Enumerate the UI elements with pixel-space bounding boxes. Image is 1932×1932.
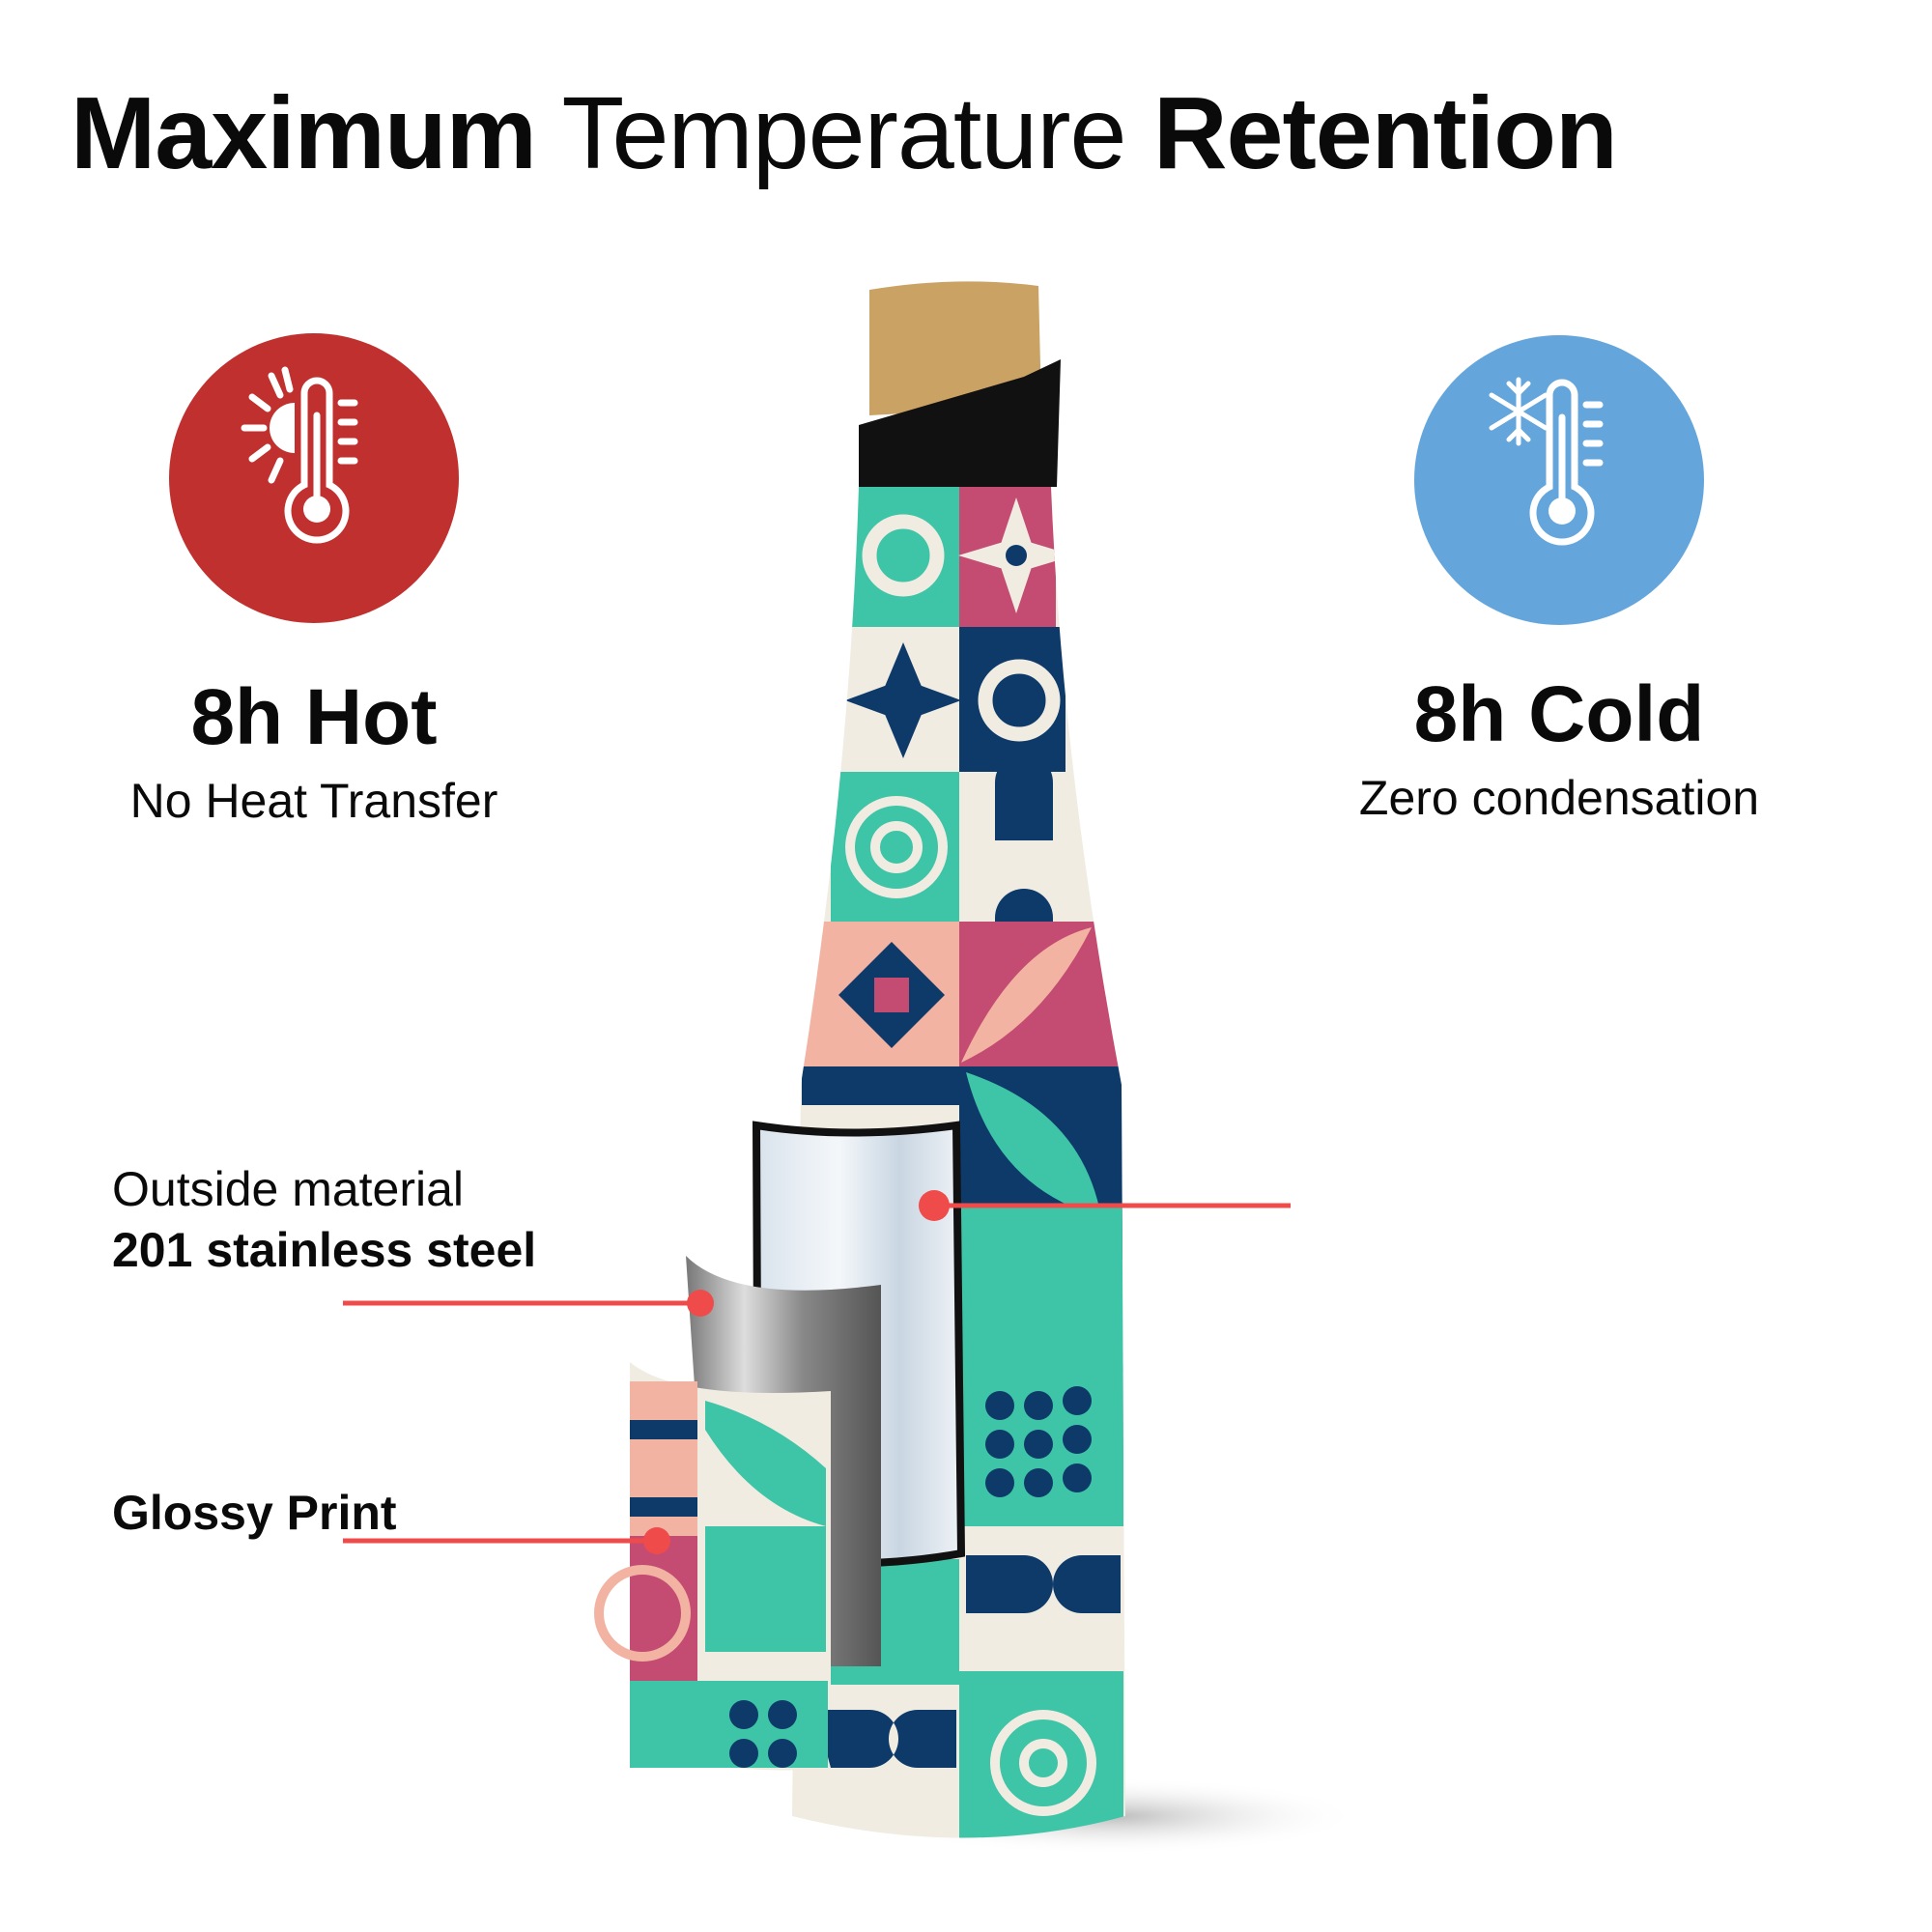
peeled-print-layer (594, 1362, 831, 1771)
callout-dot-print (643, 1527, 670, 1554)
title-bold-1: Maximum (71, 76, 537, 190)
callout-dot-inner (919, 1190, 950, 1221)
page-title: Maximum Temperature Retention (71, 75, 1618, 192)
hot-stat: 8h Hot No Heat Transfer (24, 673, 604, 828)
stainless-steel-layer (686, 1256, 881, 1666)
title-bold-2: Retention (1152, 76, 1618, 190)
outside-material-label: Outside material (112, 1162, 465, 1216)
callout-dot-steel (687, 1290, 714, 1317)
outside-material-value: 201 stainless steel (112, 1222, 537, 1277)
cold-heading: 8h Cold (1413, 670, 1705, 758)
thermometer-sun-icon (169, 333, 459, 623)
callout-lines (343, 1190, 1291, 1554)
cork-stopper (869, 281, 1041, 415)
hot-heading: 8h Hot (190, 673, 438, 761)
hot-subtitle: No Heat Transfer (129, 774, 498, 828)
outside-material-callout: Outside material 201 stainless steel (112, 1159, 536, 1280)
cold-stat: 8h Cold Zero condensation (1269, 670, 1849, 825)
glossy-print-label: Glossy Print (112, 1486, 397, 1540)
cold-subtitle: Zero condensation (1358, 771, 1760, 825)
bottle-collar (859, 359, 1061, 487)
title-light: Temperature (561, 76, 1126, 190)
thermometer-snowflake-icon (1414, 335, 1704, 625)
